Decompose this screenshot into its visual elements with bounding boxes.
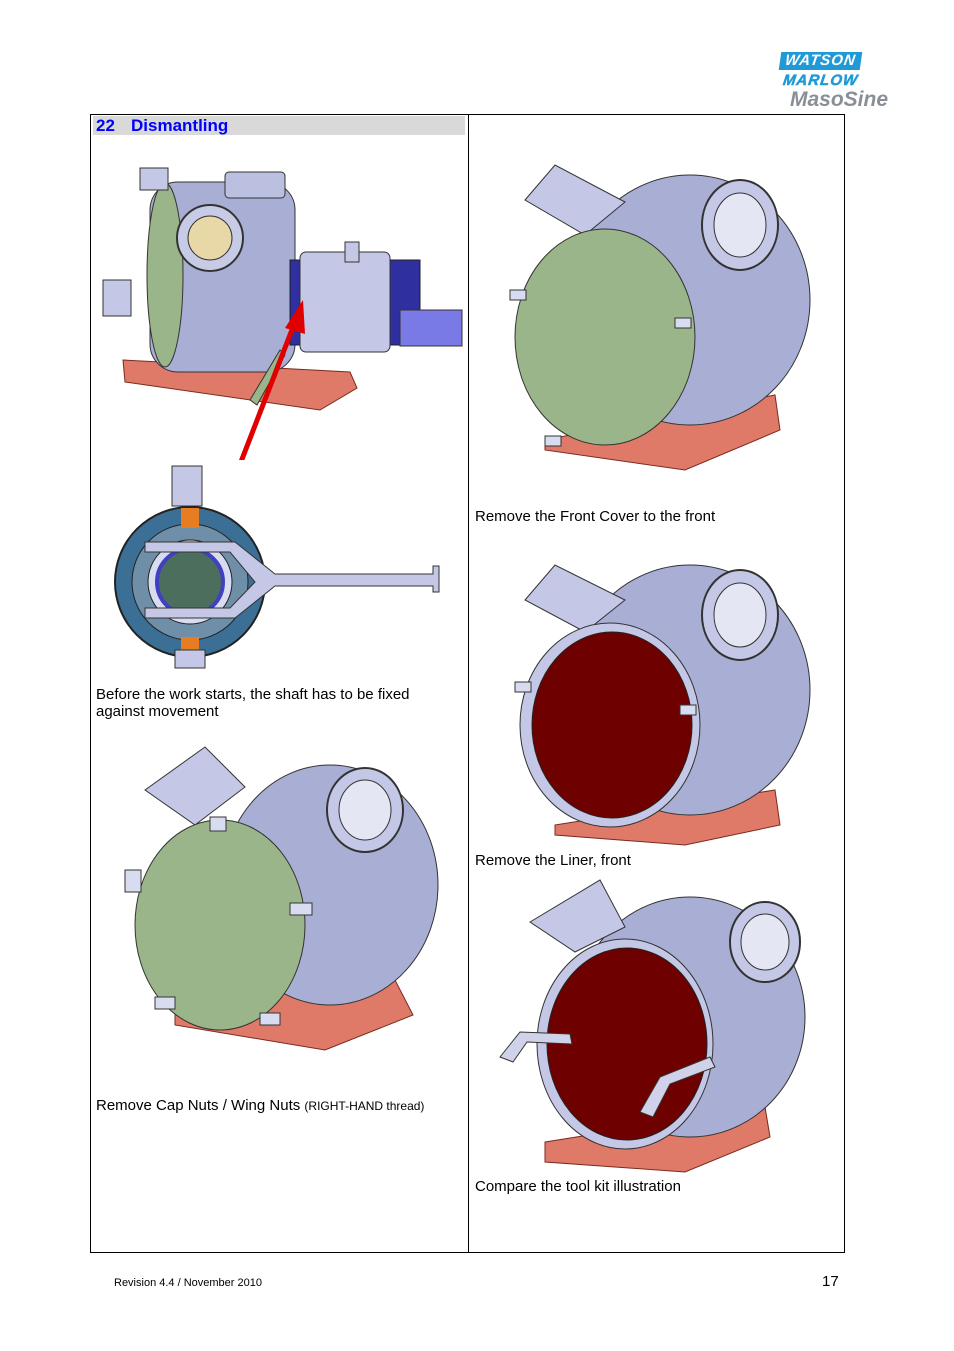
caption-remove-liner: Remove the Liner, front bbox=[475, 852, 631, 869]
pump-liner-illustration bbox=[514, 564, 811, 846]
pump-tool-kit-illustration bbox=[499, 879, 806, 1173]
caption-remove-front-cover: Remove the Front Cover to the front bbox=[475, 508, 716, 525]
page-number: 17 bbox=[822, 1273, 839, 1290]
section-title: Dismantling bbox=[131, 116, 229, 135]
section-number: 22 bbox=[96, 116, 115, 135]
caption-tool-kit: Compare the tool kit illustration bbox=[475, 1178, 681, 1195]
caption-fix-shaft: Before the work starts, the shaft has to… bbox=[96, 686, 410, 720]
pump-side-view-illustration bbox=[102, 167, 463, 460]
section-heading: 22 Dismantling bbox=[93, 116, 465, 135]
caption-remove-nuts-note: (RIGHT-HAND thread) bbox=[304, 1099, 425, 1113]
pump-wing-nuts-illustration bbox=[124, 746, 439, 1051]
caption-remove-nuts: Remove Cap Nuts / Wing Nuts (RIGHT-HAND … bbox=[96, 1097, 461, 1115]
shaft-lock-detail-illustration bbox=[114, 465, 440, 669]
footer-revision: Revision 4.4 / November 2010 bbox=[114, 1277, 262, 1289]
pump-front-cover-illustration bbox=[509, 164, 811, 471]
content-table bbox=[90, 114, 845, 1253]
watson-marlow-logo: WATSON MARLOW MasoSine bbox=[776, 50, 902, 112]
caption-remove-nuts-main: Remove Cap Nuts / Wing Nuts bbox=[96, 1097, 305, 1114]
column-divider bbox=[468, 114, 469, 1253]
logo-line-1: WATSON bbox=[778, 52, 862, 70]
logo-line-3: MasoSine bbox=[790, 88, 889, 111]
